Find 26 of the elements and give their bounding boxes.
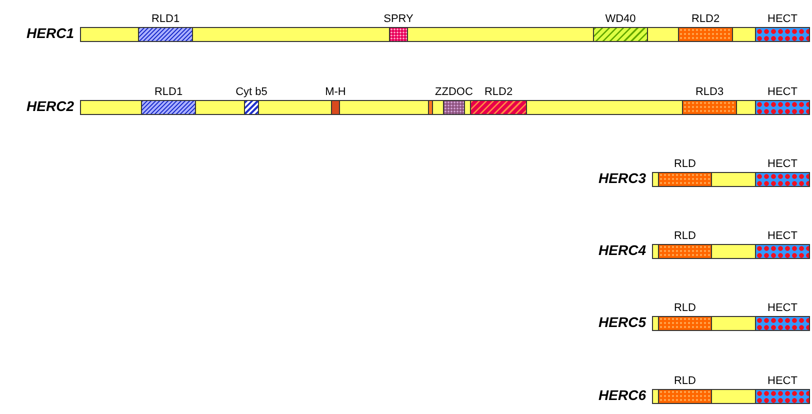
domain-label: ZZDOC — [435, 86, 473, 98]
domain-label: HECT — [768, 375, 798, 387]
protein-name: HERC2 — [26, 98, 74, 114]
domain-label: HECT — [768, 158, 798, 170]
domain-label: RLD1 — [154, 86, 183, 98]
protein-name: HERC3 — [598, 170, 646, 186]
domain-label: Cyt b5 — [236, 86, 268, 98]
protein-name: HERC6 — [598, 387, 646, 403]
domain-label: RLD — [674, 230, 696, 242]
domain-label: M-H — [325, 86, 346, 98]
domain-label: WD40 — [605, 13, 636, 25]
domain-label: RLD2 — [484, 86, 513, 98]
domain-label: RLD3 — [695, 86, 724, 98]
domain-label: RLD1 — [151, 13, 180, 25]
domain-label: HECT — [768, 13, 798, 25]
domain-label: HECT — [768, 302, 798, 314]
domain-label: RLD — [674, 375, 696, 387]
domain-label: RLD — [674, 302, 696, 314]
protein-name: HERC5 — [598, 314, 646, 330]
domain-label: SPRY — [384, 13, 414, 25]
protein-name: HERC4 — [598, 242, 646, 258]
protein-name: HERC1 — [26, 25, 74, 41]
domain-label: RLD2 — [691, 13, 720, 25]
domain-label: RLD — [674, 158, 696, 170]
domain-label: HECT — [768, 86, 798, 98]
domain-label: HECT — [768, 230, 798, 242]
